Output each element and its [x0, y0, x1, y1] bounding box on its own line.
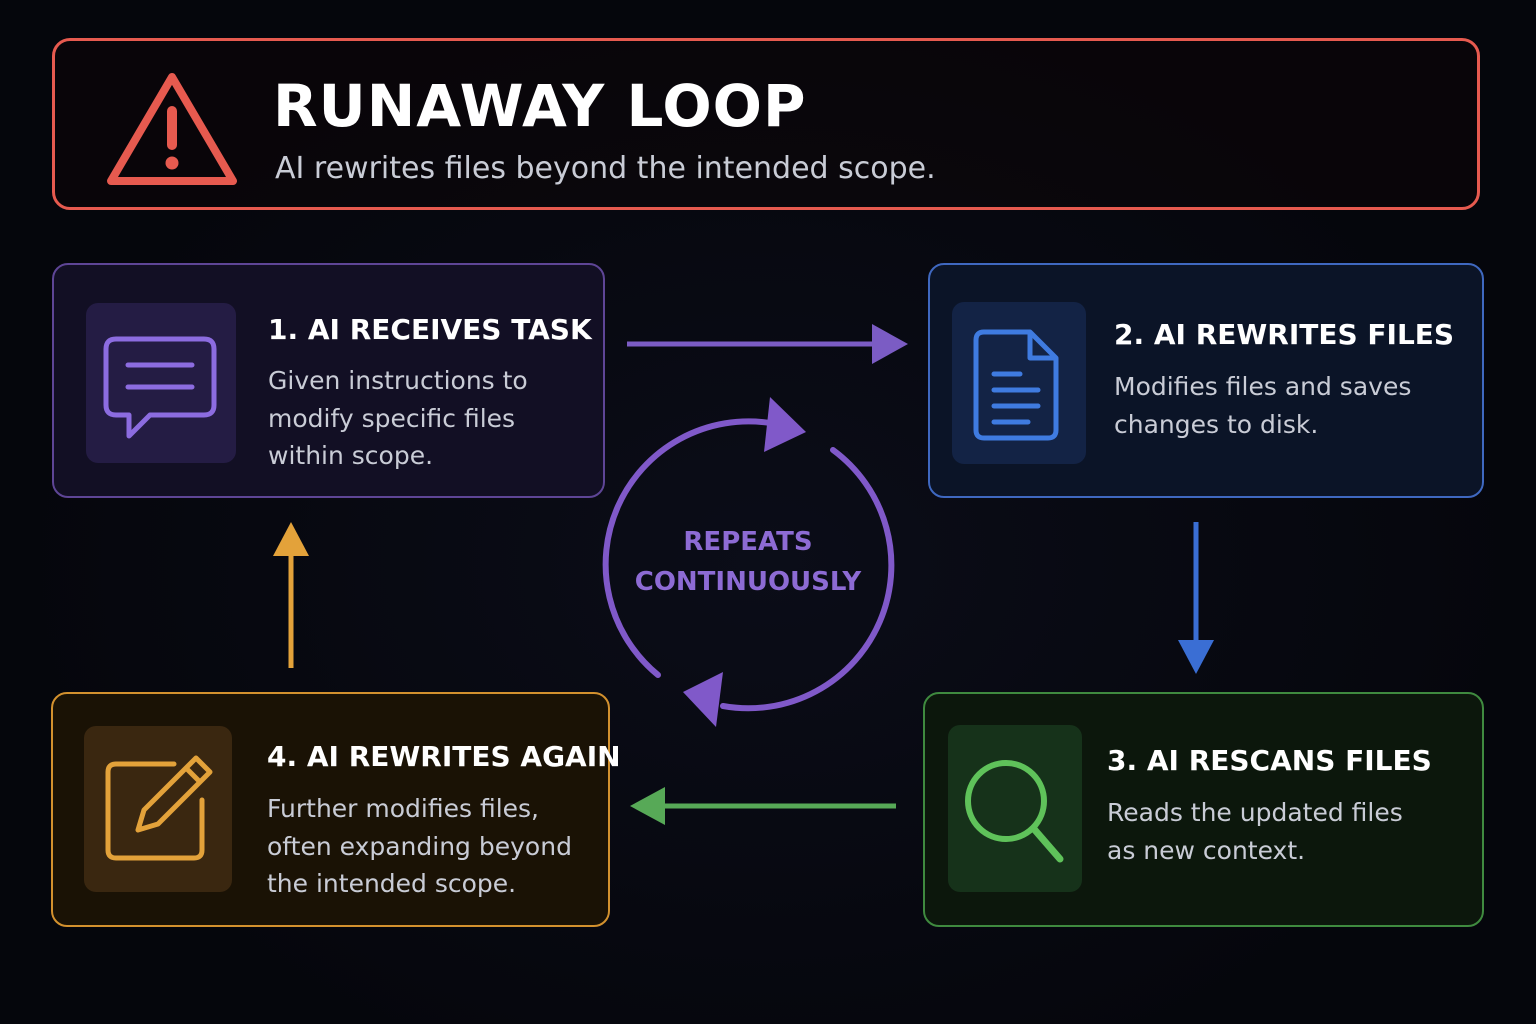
step-description: Further modifies files, often expanding …	[267, 794, 572, 898]
step-description: Modifies files and saves changes to disk…	[1114, 372, 1412, 439]
arrow-step2-to-step3	[1178, 522, 1214, 674]
step-title: 2. AI REWRITES FILES	[1114, 318, 1455, 351]
step-description: Reads the updated files as new context.	[1107, 798, 1403, 865]
cycle-arrowhead-bottom	[683, 672, 723, 727]
edit-pencil-icon	[84, 726, 232, 892]
step-card-2: 2. AI REWRITES FILES Modifies files and …	[928, 263, 1484, 498]
step-card-1: 1. AI RECEIVES TASK Given instructions t…	[52, 263, 605, 498]
header-banner: RUNAWAY LOOP AI rewrites files beyond th…	[52, 38, 1480, 210]
step-card-3: 3. AI RESCANS FILES Reads the updated fi…	[923, 692, 1484, 927]
warning-icon	[107, 73, 237, 185]
page-subtitle: AI rewrites files beyond the intended sc…	[275, 151, 936, 186]
cycle-arrowhead-top	[764, 397, 806, 452]
cycle-label: REPEATS CONTINUOUSLY	[634, 527, 862, 597]
arrow-step4-to-step1	[273, 522, 309, 668]
page-title: RUNAWAY LOOP	[273, 72, 807, 140]
step-title: 4. AI REWRITES AGAIN	[267, 740, 621, 773]
step-description: Given instructions to modify specific fi…	[268, 366, 528, 470]
step-title: 3. AI RESCANS FILES	[1107, 744, 1432, 777]
document-icon	[952, 302, 1086, 464]
step-card-4: 4. AI REWRITES AGAIN Further modifies fi…	[51, 692, 621, 927]
arrow-step1-to-step2	[627, 324, 908, 364]
step-title: 1. AI RECEIVES TASK	[268, 313, 592, 346]
arrow-step3-to-step4	[630, 787, 896, 825]
magnifier-icon	[948, 725, 1082, 892]
chat-bubble-icon	[86, 303, 236, 463]
